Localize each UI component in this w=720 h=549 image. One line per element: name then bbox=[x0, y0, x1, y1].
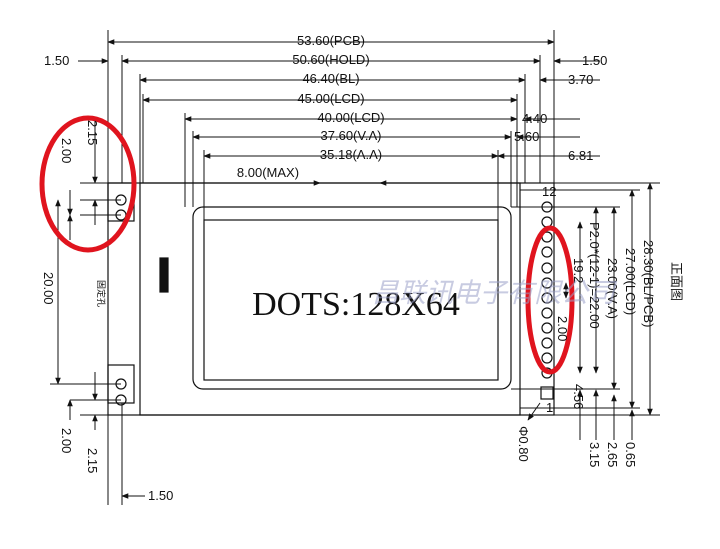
dim-bottom-3-15: 3.15 bbox=[587, 442, 602, 467]
dim-hold-width: 50.60(HOLD) bbox=[292, 52, 369, 67]
dim-bottom-2-65: 2.65 bbox=[605, 442, 620, 467]
dim-lcd-width: 45.00(LCD) bbox=[297, 91, 364, 106]
display-dots-label: DOTS:128X64 bbox=[252, 286, 460, 323]
dim-right-va-height: 23.00(V.A) bbox=[605, 258, 620, 319]
dim-4-56: 4.56 bbox=[571, 384, 586, 409]
dim-aa-width: 35.18(A.A) bbox=[320, 147, 382, 162]
dim-right-pcb-height: 28.30(BL/PCB) bbox=[641, 240, 656, 327]
dim-left-bottom-1-50: 1.50 bbox=[148, 488, 173, 503]
dim-right-3-70: 3.70 bbox=[568, 72, 593, 87]
pin-label-bottom: 1 bbox=[546, 400, 553, 415]
dim-bl-width: 46.40(BL) bbox=[302, 71, 359, 86]
dim-19-2: 19.2 bbox=[571, 258, 586, 283]
dim-bottom-0-65: 0.65 bbox=[623, 442, 638, 467]
viewing-area bbox=[192, 206, 512, 390]
dim-right-4-40: 4.40 bbox=[522, 111, 547, 126]
watermark: 昌联讯电子有限公司 bbox=[372, 278, 618, 309]
dim-pcb-width: 53.60(PCB) bbox=[297, 33, 365, 48]
mount-hole-label: 固定孔 bbox=[96, 280, 107, 307]
dim-right-6-81: 6.81 bbox=[568, 148, 593, 163]
side-view-label: 正面图 bbox=[669, 262, 684, 301]
active-area bbox=[203, 219, 499, 381]
dim-left-2-00: 2.00 bbox=[59, 138, 74, 163]
dim-lcd-40: 40.00(LCD) bbox=[317, 110, 384, 125]
dim-pin-2-00: 2.00 bbox=[555, 316, 570, 341]
dimension-labels: 53.60(PCB) 50.60(HOLD) 46.40(BL) 45.00(L… bbox=[41, 33, 684, 503]
dim-hole-diameter: Φ0.80 bbox=[516, 426, 531, 462]
dim-max: 8.00(MAX) bbox=[237, 165, 299, 180]
dimension-lines bbox=[50, 30, 660, 505]
dim-left-bottom-2-15: 2.15 bbox=[85, 448, 100, 473]
dim-va-width: 37.60(V.A) bbox=[321, 128, 382, 143]
bezel-outline bbox=[139, 182, 521, 416]
highlight-circle-left bbox=[39, 115, 137, 253]
dim-pin-pitch: P2.0*(12-1)=22.00 bbox=[587, 222, 602, 329]
connector-strip bbox=[159, 257, 169, 293]
dim-right-5-60: 5.60 bbox=[514, 129, 539, 144]
dim-left-2-15: 2.15 bbox=[85, 120, 100, 145]
dim-left-1-50: 1.50 bbox=[44, 53, 69, 68]
dim-right-1-50: 1.50 bbox=[582, 53, 607, 68]
highlight-circle-right bbox=[525, 225, 575, 375]
dim-right-lcd-height: 27.00(LCD) bbox=[623, 248, 638, 315]
dim-left-bottom-2-00: 2.00 bbox=[59, 428, 74, 453]
dim-left-20-00: 20.00 bbox=[41, 272, 56, 305]
pin-label-top: 12 bbox=[542, 184, 556, 199]
